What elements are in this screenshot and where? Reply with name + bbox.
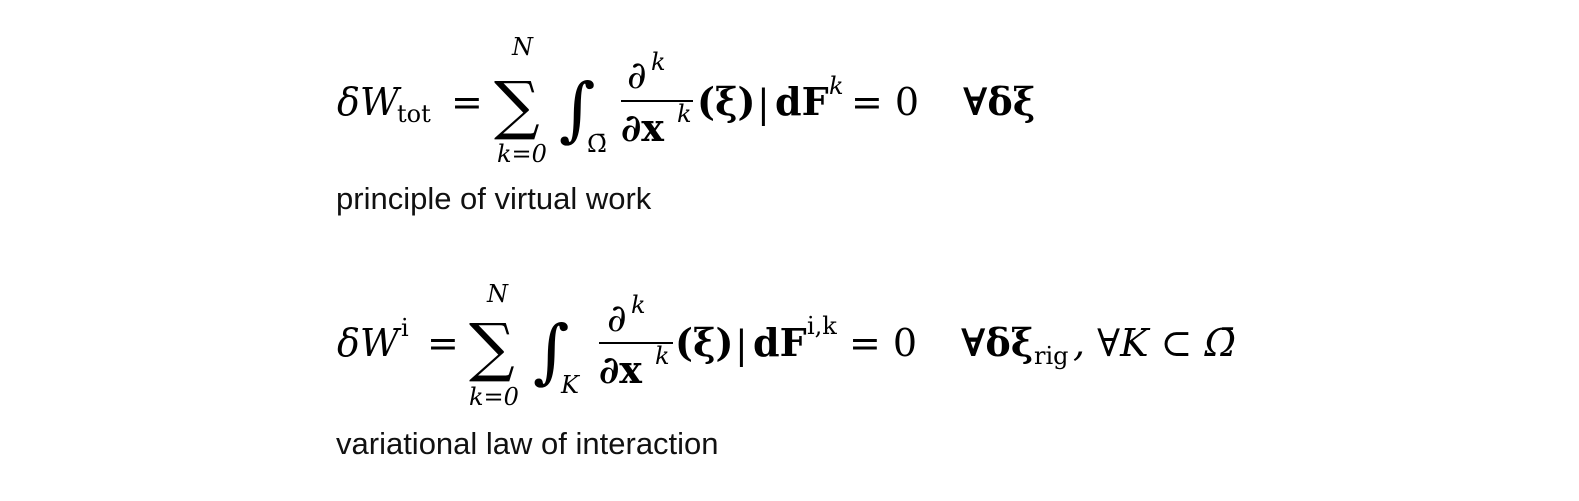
eq1-lhs-sub: tot bbox=[397, 100, 431, 128]
eq1-frac-den: ∂x bbox=[621, 105, 664, 150]
eq2-lhs-sup: i bbox=[401, 314, 409, 342]
eq2-frac-num: ∂ bbox=[607, 296, 627, 340]
eq2-frac-den-sup: k bbox=[655, 342, 670, 370]
eq2-quantifier-tail: , ∀K ⊂ Ω̄ bbox=[1073, 321, 1236, 365]
eq2-equals: = bbox=[427, 321, 459, 365]
eq2-bar: | bbox=[735, 323, 748, 367]
eq1-argument: (ξ) bbox=[697, 79, 755, 124]
eq1-quantifier: ∀δξ bbox=[963, 79, 1035, 124]
eq1-frac-num: ∂ bbox=[627, 53, 647, 97]
equation-virtual-work: δW tot = N ∑ k=0 ∫ Ω̄ ∂ k ∂x k (ξ) | dF … bbox=[337, 33, 1035, 168]
eq1-lhs: δW bbox=[337, 80, 402, 124]
eq1-frac-num-sup: k bbox=[651, 48, 666, 76]
eq2-integral-symbol: ∫ bbox=[533, 310, 569, 392]
eq1-dF: dF bbox=[775, 79, 829, 124]
caption-virtual-work: principle of virtual work bbox=[336, 181, 652, 216]
equation-interaction-law: δW i = N ∑ k=0 ∫ K ∂ k ∂x k (ξ) | dF i,k… bbox=[337, 280, 1236, 411]
eq2-sum-upper: N bbox=[486, 280, 509, 308]
eq2-quantifier-sub: rig bbox=[1034, 342, 1069, 370]
eq1-equals: = bbox=[451, 80, 483, 124]
eq1-integral-symbol: ∫ bbox=[559, 68, 595, 150]
eq1-dF-sup: k bbox=[829, 72, 844, 100]
eq2-argument: (ξ) bbox=[675, 320, 733, 365]
eq2-integral-domain: K bbox=[560, 371, 581, 399]
caption-interaction-law: variational law of interaction bbox=[336, 426, 719, 461]
eq2-quantifier: ∀δξ bbox=[961, 320, 1033, 365]
eq1-bar: | bbox=[757, 82, 770, 126]
eq1-integral-domain: Ω̄ bbox=[587, 130, 607, 158]
eq2-sum-symbol: ∑ bbox=[469, 311, 515, 385]
eq1-sum-upper: N bbox=[511, 33, 534, 61]
eq2-lhs: δW bbox=[337, 321, 402, 365]
eq2-rhs: = 0 bbox=[849, 321, 917, 365]
eq2-dF-sup: i,k bbox=[807, 312, 837, 340]
eq2-sum-lower: k=0 bbox=[469, 383, 519, 411]
eq1-frac-den-sup: k bbox=[677, 100, 692, 128]
eq1-sum-symbol: ∑ bbox=[494, 69, 540, 143]
eq1-sum-lower: k=0 bbox=[497, 140, 547, 168]
eq2-frac-num-sup: k bbox=[631, 291, 646, 319]
eq1-rhs: = 0 bbox=[851, 80, 919, 124]
eq2-dF: dF bbox=[753, 320, 807, 365]
eq2-frac-den: ∂x bbox=[599, 347, 642, 392]
